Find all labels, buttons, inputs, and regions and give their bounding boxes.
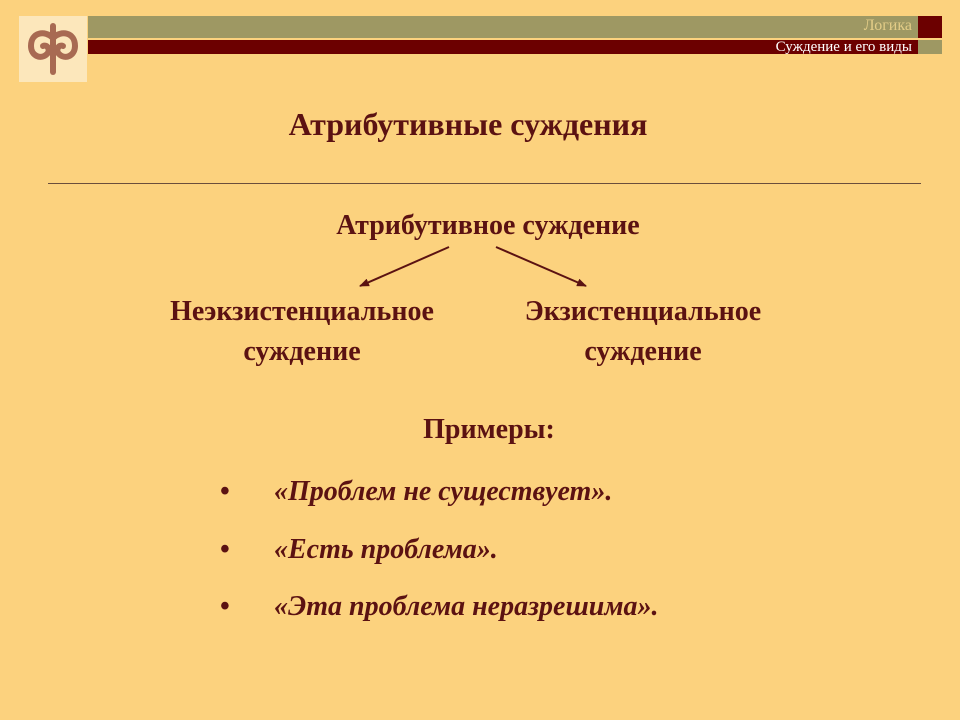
child-label-line1: Экзистенциальное (524, 296, 762, 327)
example-text: «Есть проблема». (274, 534, 498, 565)
bullet: • (220, 534, 230, 565)
arrow-right (495, 246, 587, 287)
examples-heading: Примеры: (423, 414, 555, 445)
example-text: «Эта проблема неразрешима». (274, 591, 659, 622)
example-text: «Проблем не существует». (274, 476, 613, 507)
diagram-child-nonexistential: Неэкзистенциальное суждение (132, 292, 472, 372)
course-name: Логика (863, 17, 912, 34)
diagram-child-existential: Экзистенциальное суждение (478, 292, 808, 372)
header-bar-bottom-end (918, 40, 942, 54)
section-name: Суждение и его виды (775, 39, 912, 55)
child-label-line2: суждение (243, 336, 361, 367)
logo (19, 16, 87, 82)
arrow-left (359, 246, 450, 287)
diagram-root-node: Атрибутивное суждение (336, 210, 640, 241)
header-bar-bottom (88, 40, 918, 54)
bullet: • (220, 591, 230, 622)
header-bar-top (88, 16, 918, 38)
slide-title: Атрибутивные суждения (288, 106, 648, 142)
child-label-line2: суждение (584, 336, 702, 367)
title-divider (48, 183, 921, 184)
child-label-line1: Неэкзистенциальное (170, 296, 434, 327)
logo-fp-icon (27, 23, 79, 75)
bullet: • (220, 476, 230, 507)
header-bar-top-end (918, 16, 942, 38)
